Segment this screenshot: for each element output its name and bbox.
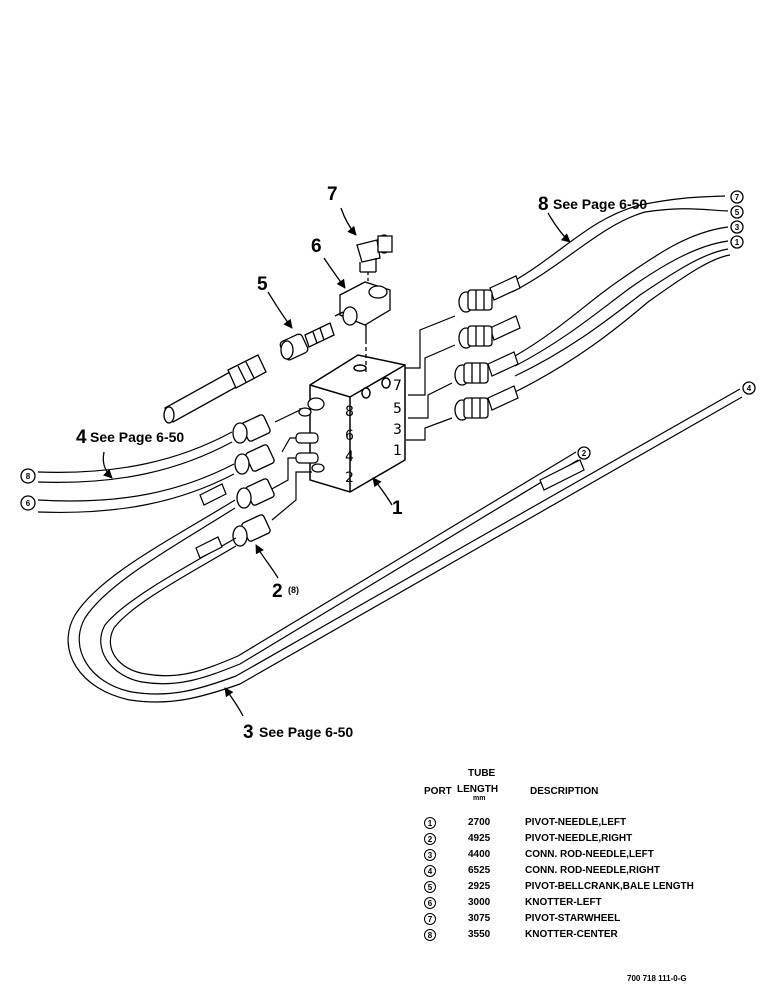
leader-arrows [102,207,571,717]
legend-port-marker: 1 [424,817,436,829]
distribution-block [309,354,406,493]
elbow-fitting-item-7 [356,234,393,284]
fitting-right-3 [454,362,489,386]
marker-top-2: 3 [735,223,740,232]
tube-bundle-8 [511,195,731,393]
legend-port-marker: 2 [424,833,436,845]
callout-8-ref: See Page 6-50 [553,196,647,212]
block-port-left-2: 4 [345,449,354,465]
legend-row: 7 3075 PIVOT-STARWHEEL [422,913,742,927]
legend-port-marker: 3 [424,849,436,861]
right-tube-stubs [487,275,521,411]
block-port-right-0: 7 [393,378,402,394]
legend-description: PIVOT-BELLCRANK,BALE LENGTH [525,881,694,892]
legend-length: 3000 [468,897,491,908]
callout-1: 1 [392,498,403,519]
grease-hose [163,354,267,424]
marker-left-0: 8 [26,472,31,481]
left-fittings [232,414,275,547]
legend-header-description: DESCRIPTION [530,786,599,797]
legend-row: 8 3550 KNOTTER-CENTER [422,929,742,943]
tube-end-markers: 7 5 3 1 8 6 4 2 [20,190,756,511]
marker-top-0: 7 [735,193,740,202]
block-port-numbers: 8 6 4 2 7 5 3 1 [345,378,402,486]
legend-description: KNOTTER-CENTER [525,929,618,940]
callout-3: 3 [243,722,254,743]
legend-port-marker: 6 [424,897,436,909]
legend-row: 2 4925 PIVOT-NEEDLE,RIGHT [422,833,742,847]
legend-length: 6525 [468,865,491,876]
callout-3-ref: See Page 6-50 [259,724,353,740]
block-front-ports [295,397,325,473]
fitting-left-2 [234,444,275,475]
drawing-number: 700 718 111-0-G [627,974,687,983]
right-connector-lines [405,315,456,441]
callout-5: 5 [257,274,268,295]
legend-row: 4 6525 CONN. ROD-NEEDLE,RIGHT [422,865,742,879]
legend-description: KNOTTER-LEFT [525,897,602,908]
legend-description: CONN. ROD-NEEDLE,RIGHT [525,865,660,876]
legend-length: 2700 [468,817,491,828]
tee-fitting-item-6 [334,281,391,372]
block-port-left-3: 2 [345,470,354,486]
fitting-left-3 [236,478,275,509]
block-port-right-2: 3 [393,422,402,438]
marker-left-1: 6 [26,499,31,508]
callout-8: 8 [538,194,549,215]
legend-row: 3 4400 CONN. ROD-NEEDLE,LEFT [422,849,742,863]
legend-header-port: PORT [424,786,452,797]
callout-4-ref: See Page 6-50 [90,429,184,445]
tube-bundle-4 [37,431,235,513]
legend-port-marker: 8 [424,929,436,941]
legend-header-length: LENGTH [457,784,499,795]
legend-port-marker: 5 [424,881,436,893]
block-port-right-3: 1 [393,443,402,459]
marker-mid-long: 2 [582,449,587,458]
legend-description: PIVOT-NEEDLE,RIGHT [525,833,633,844]
legend-length: 3075 [468,913,491,924]
legend-port-marker: 7 [424,913,436,925]
right-fittings [454,289,493,421]
left-connector-lines [269,408,312,521]
legend-port-marker: 4 [424,865,436,877]
legend-length: 4400 [468,849,491,860]
legend-length: 3550 [468,929,491,940]
block-port-left-0: 8 [345,404,354,420]
marker-top-1: 5 [735,208,740,217]
callout-4: 4 [76,427,87,448]
legend-description: PIVOT-NEEDLE,LEFT [525,817,627,828]
legend-description: CONN. ROD-NEEDLE,LEFT [525,849,654,860]
legend-length: 4925 [468,833,491,844]
callout-6: 6 [311,236,322,257]
fitting-right-4 [454,397,489,421]
legend-header-unit: mm [473,795,486,802]
tube-sleeves [195,459,585,559]
legend-row: 6 3000 KNOTTER-LEFT [422,897,742,911]
callout-2: 2 [272,581,283,602]
callout-2-qty: (8) [288,585,299,595]
legend-description: PIVOT-STARWHEEL [525,913,621,924]
tube-bundle-3 [67,388,743,703]
block-port-left-1: 6 [345,428,354,444]
fitting-right-1 [458,289,493,313]
fitting-right-2 [458,325,493,349]
marker-top-3: 1 [735,238,740,247]
callout-7: 7 [327,184,338,205]
fitting-left-1 [232,414,271,444]
block-port-right-1: 5 [393,401,402,417]
adapter-item-5 [279,322,335,361]
fitting-left-4 [232,514,271,547]
callout-labels: 7 6 5 1 2 (8) 4 See Page 6-50 8 See Page… [76,184,647,743]
legend-row: 1 2700 PIVOT-NEEDLE,LEFT [422,817,742,831]
legend-header-tube: TUBE [468,768,496,779]
marker-right-long: 4 [747,384,752,393]
legend-row: 5 2925 PIVOT-BELLCRANK,BALE LENGTH [422,881,742,895]
legend-length: 2925 [468,881,491,892]
